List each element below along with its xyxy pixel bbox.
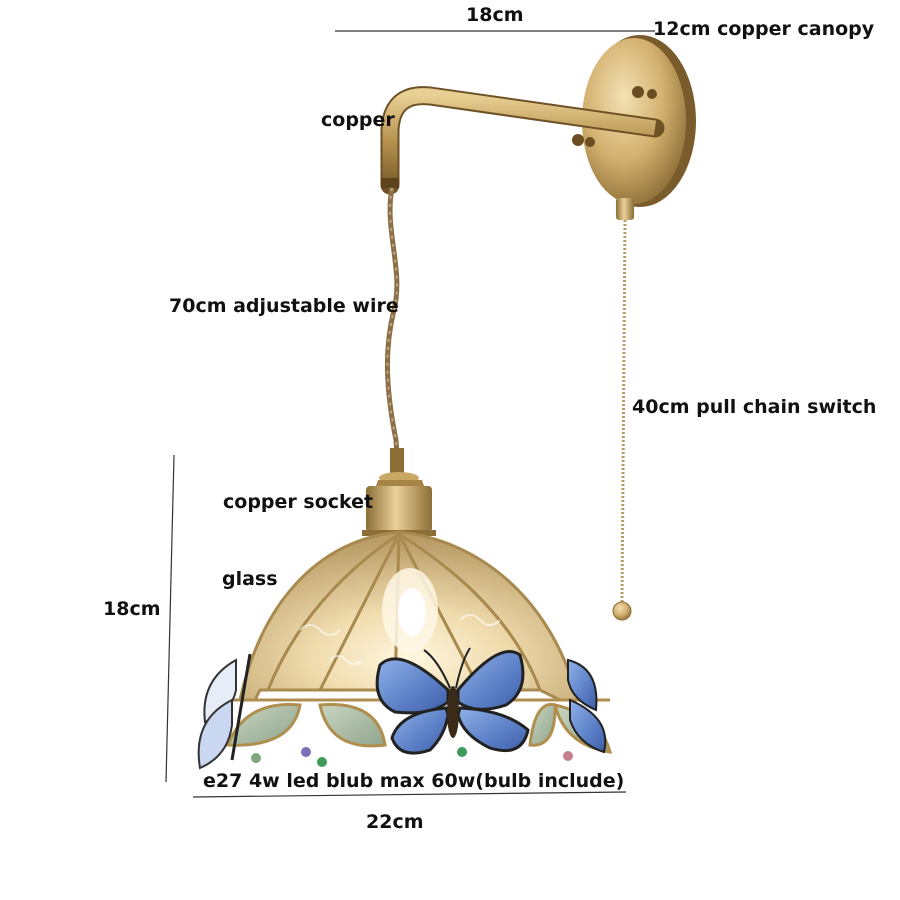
copper-arm — [380, 86, 665, 195]
side-butterfly-right — [567, 658, 607, 754]
arm-label: copper — [321, 109, 395, 131]
chain-label: 40cm pull chain switch — [632, 396, 877, 418]
copper-socket — [362, 448, 436, 536]
side-butterfly-left — [197, 653, 252, 770]
center-butterfly — [375, 647, 530, 755]
side-dimension-line — [165, 454, 175, 783]
shade-height-label: 18cm — [103, 598, 161, 620]
bulb-label: e27 4w led blub max 60w(bulb include) — [203, 770, 625, 792]
top-width-label: 18cm — [466, 4, 524, 26]
wire-label: 70cm adjustable wire — [169, 295, 399, 317]
adjustable-wire — [384, 187, 401, 471]
canopy-label: 12cm copper canopy — [653, 18, 875, 40]
bottom-dimension-line — [192, 791, 627, 798]
socket-label: copper socket — [223, 491, 374, 513]
shade-width-label: 22cm — [366, 811, 424, 833]
glass-label: glass — [222, 568, 278, 590]
pull-chain — [612, 198, 634, 621]
